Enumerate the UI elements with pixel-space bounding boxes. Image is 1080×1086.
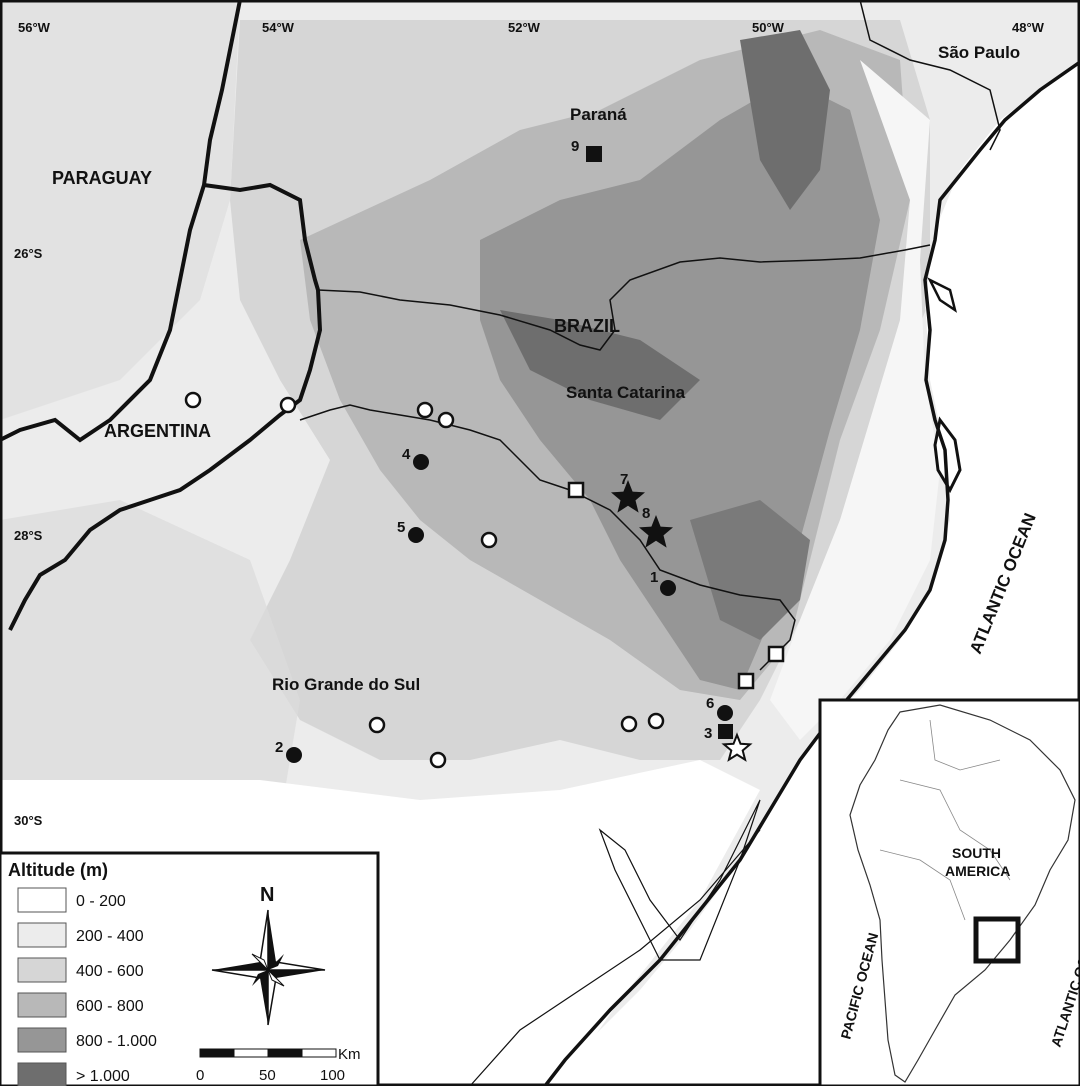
label-paraguay: PARAGUAY [52, 168, 152, 188]
filled-circle-sites [286, 454, 733, 763]
site-label-8: 8 [642, 505, 650, 522]
open-circle-site [620, 715, 638, 733]
scale-tick-100: 100 [320, 1067, 345, 1084]
lon-tick-48w: 48°W [1012, 20, 1045, 35]
south-america-inset: SOUTH AMERICA PACIFIC OCEAN ATLANTIC OCE… [818, 698, 1080, 1086]
lat-tick-30s: 30°S [14, 813, 43, 828]
open-circle-site [437, 411, 455, 429]
lon-tick-56w: 56°W [18, 20, 51, 35]
open-circle-site [279, 396, 297, 414]
site-6-marker [717, 705, 733, 721]
label-rio-grande-do-sul: Rio Grande do Sul [272, 675, 420, 694]
legend-swatch-600-800 [17, 992, 67, 1018]
lon-tick-54w: 54°W [262, 20, 295, 35]
open-circle-site [184, 391, 202, 409]
scale-tick-0: 0 [196, 1067, 204, 1084]
open-square-site [567, 481, 585, 499]
site-4-marker [413, 454, 429, 470]
legend-title: Altitude (m) [8, 860, 108, 880]
site-7-marker [611, 480, 645, 513]
open-circle-site [368, 716, 386, 734]
open-circle-site [429, 751, 447, 769]
study-area-locator [973, 916, 1021, 964]
open-square-site [767, 645, 785, 663]
site-1-marker [660, 580, 676, 596]
legend-label-400-600: 400 - 600 [76, 963, 144, 980]
open-square-sites [567, 481, 785, 690]
open-circle-site [416, 401, 434, 419]
lat-tick-26s: 26°S [14, 246, 43, 261]
latitude-ticks: 26°S 28°S 30°S [14, 246, 43, 828]
south-america-outline [849, 704, 1076, 1083]
label-argentina: ARGENTINA [104, 421, 211, 441]
legend-swatch-400-600 [17, 957, 67, 983]
coastal-lowland [770, 60, 940, 740]
legend-swatch-200-400 [17, 922, 67, 948]
lon-tick-52w: 52°W [508, 20, 541, 35]
legend-label-over-1000: > 1.000 [76, 1068, 130, 1085]
north-arrow-icon: N [211, 884, 326, 1026]
site-label-9: 9 [571, 138, 579, 155]
site-label-3: 3 [704, 725, 712, 742]
border-brazil-paraguay [203, 182, 320, 291]
border-brazil-argentina [8, 289, 323, 631]
label-brazil: BRAZIL [554, 316, 620, 336]
scale-tick-50: 50 [259, 1067, 276, 1084]
legend-swatch-0-200 [17, 887, 67, 913]
longitude-ticks: 56°W 54°W 52°W 50°W 48°W [18, 20, 1045, 35]
legend-label-600-800: 600 - 800 [76, 998, 144, 1015]
site-8-marker [639, 515, 673, 548]
label-sao-paulo: São Paulo [938, 43, 1020, 62]
north-label: N [260, 884, 274, 906]
legend-swatch-over-1000 [17, 1062, 67, 1086]
site-numbers: 1 2 3 4 5 6 7 8 9 [275, 138, 714, 756]
inset-america-label: AMERICA [945, 863, 1010, 879]
site-label-5: 5 [397, 519, 405, 536]
lat-tick-28s: 28°S [14, 528, 43, 543]
border-paraguay-argentina [0, 0, 242, 443]
legend-label-800-1000: 800 - 1.000 [76, 1033, 157, 1050]
site-label-4: 4 [402, 446, 411, 463]
site-label-1: 1 [650, 569, 658, 586]
site-3-marker [718, 724, 733, 739]
bay-outline [927, 277, 957, 313]
altitude-legend: Altitude (m) 0 - 200 200 - 400 400 - 600… [0, 851, 380, 1086]
label-parana: Paraná [570, 105, 627, 124]
open-square-site [737, 672, 755, 690]
label-santa-catarina: Santa Catarina [566, 383, 686, 402]
label-atlantic-ocean: ATLANTIC OCEAN [966, 510, 1040, 656]
scale-unit: Km [338, 1046, 361, 1063]
barrier-spit [469, 829, 761, 1086]
open-star-site [721, 732, 753, 762]
open-circle-site [647, 712, 665, 730]
inset-south-label: SOUTH [952, 845, 1001, 861]
lon-tick-50w: 50°W [752, 20, 785, 35]
border-parana-santa-catarina [317, 244, 931, 351]
legend-swatch-800-1000 [17, 1027, 67, 1053]
legend-label-200-400: 200 - 400 [76, 928, 144, 945]
site-5-marker [408, 527, 424, 543]
site-label-7: 7 [620, 471, 628, 488]
coastline [543, 60, 1080, 1086]
site-2-marker [286, 747, 302, 763]
scale-bar: Km 0 50 100 [196, 1046, 361, 1084]
legend-label-0-200: 0 - 200 [76, 893, 126, 910]
site-label-6: 6 [706, 695, 714, 712]
site-label-2: 2 [275, 739, 283, 756]
open-circle-sites [184, 391, 665, 769]
site-9-marker [586, 146, 602, 162]
border-parana-sao-paulo [859, 0, 1001, 151]
open-circle-site [480, 531, 498, 549]
